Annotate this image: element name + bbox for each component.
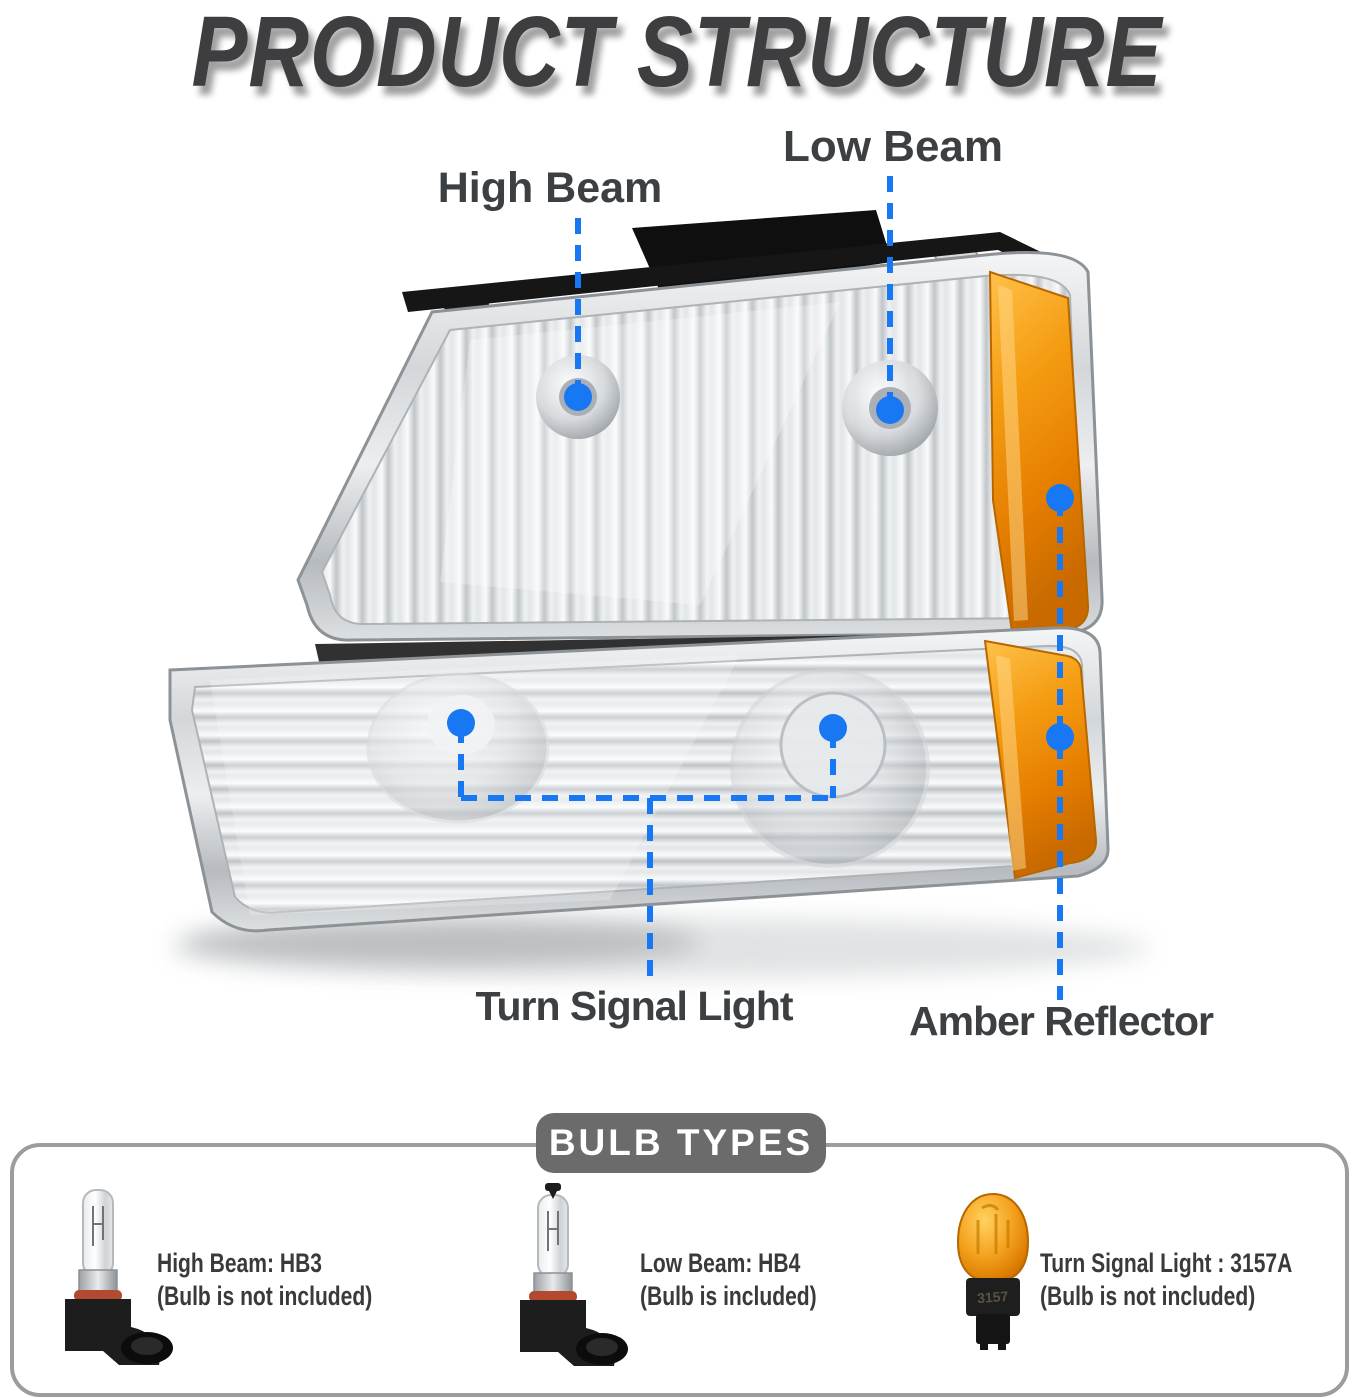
upper-headlight — [296, 210, 1104, 642]
product-illustration — [168, 210, 1150, 978]
bulb-item-turn-signal-line2: (Bulb is not included) — [1040, 1281, 1256, 1311]
bulb-item-turn-signal: Turn Signal Light : 3157A (Bulb is not i… — [1040, 1247, 1292, 1313]
high-beam-bulb-seat — [559, 378, 597, 416]
bulb-types-panel — [10, 1143, 1349, 1397]
product-shadow-dark — [180, 918, 700, 966]
lower-amber-highlight — [996, 655, 1026, 871]
low-beam-bulb-seat — [869, 387, 911, 429]
bulb-item-low-beam-line2: (Bulb is included) — [640, 1281, 817, 1311]
page-title-text: PRODUCT STRUCTURE — [191, 0, 1163, 108]
hb3-bulb-image — [65, 1189, 173, 1365]
turn-signal-bulb-seat-right — [779, 691, 887, 799]
3157a-bulb-image: 3157 — [956, 1192, 1030, 1350]
turn-signal-label: Turn Signal Light — [475, 983, 793, 1029]
amber-highlight — [998, 285, 1028, 621]
bulb-item-low-beam-line1: Low Beam: HB4 — [640, 1248, 801, 1278]
bulb-item-turn-signal-line1: Turn Signal Light : 3157A — [1040, 1248, 1293, 1278]
lens-gloss — [440, 302, 840, 605]
lower-signal-light — [168, 626, 1110, 933]
housing-top-band — [402, 232, 1090, 312]
bulb-item-low-beam: Low Beam: HB4 (Bulb is included) — [640, 1247, 817, 1313]
high-beam-label: High Beam — [437, 164, 663, 212]
signal-lens-gloss — [210, 655, 740, 915]
low-beam-label: Low Beam — [782, 122, 1004, 171]
amber-reflector-label: Amber Reflector — [909, 998, 1214, 1044]
bulb-item-high-beam-line2: (Bulb is not included) — [157, 1281, 373, 1311]
page-title: PRODUCT STRUCTURE — [0, 2, 1354, 102]
bulb-item-high-beam-line1: High Beam: HB3 — [157, 1248, 322, 1278]
bulb-base-marking: 3157 — [977, 1288, 1009, 1306]
bulb-types-badge-label: BULB TYPES — [548, 1122, 814, 1163]
bulb-types-badge: BULB TYPES — [536, 1113, 826, 1173]
hb4-bulb-image — [520, 1183, 628, 1366]
bulb-item-high-beam: High Beam: HB3 (Bulb is not included) — [157, 1247, 372, 1313]
